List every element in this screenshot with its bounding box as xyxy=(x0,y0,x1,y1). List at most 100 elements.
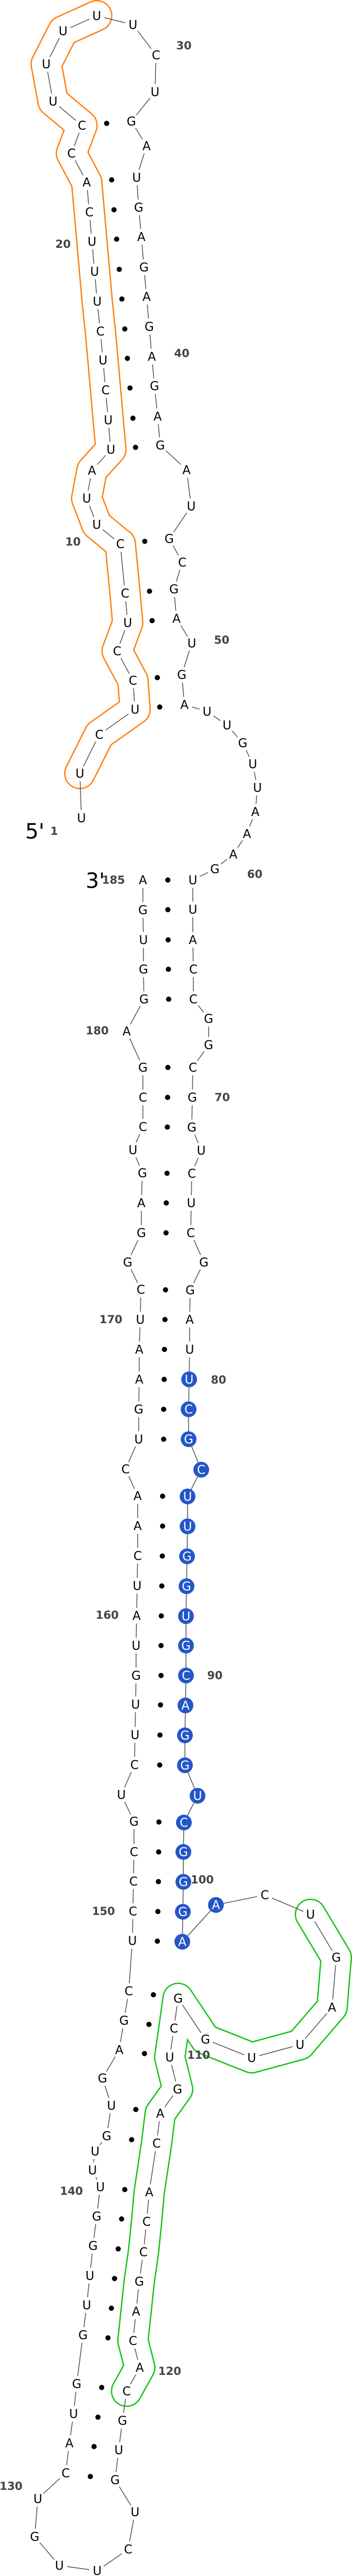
base-pair-layer xyxy=(88,121,171,2479)
backbone-link xyxy=(143,2229,147,2245)
base-pair-dot xyxy=(154,1939,160,1944)
backbone-link xyxy=(154,62,157,85)
nucleotide-22: A xyxy=(82,176,91,190)
backbone-link xyxy=(108,427,111,442)
base-pair-dot xyxy=(156,1879,161,1884)
backbone-link xyxy=(165,450,181,465)
backbone-link xyxy=(87,2283,90,2298)
backbone-link xyxy=(194,1157,199,1167)
backbone-link xyxy=(191,1477,198,1490)
backbone-link xyxy=(147,304,149,319)
nucleotide-167: G xyxy=(134,1403,143,1417)
backbone-link xyxy=(135,128,143,140)
nucleotide-36: A xyxy=(137,231,146,244)
nucleotide-75: C xyxy=(187,1227,195,1240)
backbone-link xyxy=(119,630,126,644)
nucleotide-97: G xyxy=(179,1876,188,1889)
nucleotide-highlight-circle xyxy=(175,1874,191,1890)
nucleotide-32: G xyxy=(127,115,136,129)
nucleotide-78: A xyxy=(185,1313,194,1327)
nucleotide-108: G xyxy=(173,1992,183,2006)
base-pair-dot xyxy=(133,445,138,450)
nucleotide-175: G xyxy=(138,1167,147,1180)
position-label-50: 50 xyxy=(214,634,229,646)
position-label-60: 60 xyxy=(247,868,262,881)
base-pair-dot xyxy=(159,1583,164,1589)
nucleotide-21: C xyxy=(85,206,94,219)
nucleotide-114: A xyxy=(145,2186,153,2200)
nucleotide-63: U xyxy=(189,903,198,917)
base-pair-dot xyxy=(157,704,162,710)
backbone-link xyxy=(125,601,128,615)
nucleotide-39: G xyxy=(144,320,154,334)
backbone-link xyxy=(314,1921,333,1951)
base-pair-dot xyxy=(157,1732,163,1738)
base-pair-dot xyxy=(164,1170,170,1176)
nucleotide-181: G xyxy=(139,993,149,1007)
nucleotide-14: U xyxy=(104,414,113,427)
backbone-link xyxy=(120,551,125,586)
nucleotide-131: C xyxy=(61,2467,70,2480)
backbone-link xyxy=(119,2486,131,2506)
backbone-link xyxy=(43,2478,60,2494)
backbone-link xyxy=(139,215,141,229)
nucleotide-51: G xyxy=(177,668,187,682)
base-pair-dot xyxy=(161,1437,167,1442)
backbone-link xyxy=(140,2259,143,2274)
nucleotide-151: C xyxy=(129,1875,138,1889)
backbone-link xyxy=(136,2289,139,2304)
three-prime-label: 3' xyxy=(86,869,105,893)
base-pair-dot xyxy=(154,675,160,680)
backbone-link xyxy=(119,2428,122,2443)
nucleotide-102: U xyxy=(306,1908,315,1922)
nucleotide-42: A xyxy=(153,410,162,424)
nucleotide-70: G xyxy=(188,1091,197,1105)
nucleotide-33: A xyxy=(142,140,151,153)
nucleotide-highlight-circle xyxy=(178,1638,194,1653)
nucleotide-142: U xyxy=(91,2145,100,2159)
nucleotide-107: G xyxy=(201,2033,210,2047)
backbone-link xyxy=(173,512,188,533)
backbone-link xyxy=(136,1134,140,1143)
nucleotide-163: A xyxy=(133,1520,142,1533)
nucleotide-37: G xyxy=(139,261,149,275)
nucleotide-highlight-circle xyxy=(208,1897,224,1913)
base-pair-dot xyxy=(147,589,152,594)
nucleotide-94: U xyxy=(193,1789,202,1803)
nucleotide-84: U xyxy=(183,1490,192,1504)
backbone-link xyxy=(272,1898,304,1912)
backbone-link xyxy=(130,2374,137,2385)
nucleotide-169: A xyxy=(135,1343,143,1357)
backbone-link xyxy=(174,2006,178,2021)
nucleotide-34: U xyxy=(132,171,141,185)
nucleotide-91: A xyxy=(181,1699,190,1713)
nucleotide-109: C xyxy=(170,2022,178,2036)
nucleotide-115: C xyxy=(142,2215,151,2229)
base-pair-dot xyxy=(111,207,117,213)
nucleotide-8: C xyxy=(121,587,129,601)
nucleotide-highlight-circle xyxy=(178,1668,194,1683)
nucleotide-highlight-circle xyxy=(177,1757,193,1773)
backbone-link xyxy=(136,98,151,116)
backbone-link xyxy=(245,750,250,757)
base-pair-dot xyxy=(158,1643,164,1648)
backbone-link xyxy=(200,872,208,877)
backbone-link xyxy=(39,2542,55,2560)
backbone-link xyxy=(104,17,126,24)
base-pair-dot xyxy=(158,1673,164,1678)
backbone-link xyxy=(125,1998,128,2013)
position-label-140: 140 xyxy=(60,2185,83,2197)
nucleotide-116: C xyxy=(139,2246,148,2259)
nucleotide-143: G xyxy=(102,2130,111,2143)
nucleotide-118: A xyxy=(132,2305,140,2319)
nucleotide-164: A xyxy=(133,1490,142,1503)
nucleotide-171: C xyxy=(137,1283,145,1297)
backbone-link xyxy=(182,2005,202,2033)
backbone-link xyxy=(171,2065,177,2082)
backbone-link xyxy=(141,244,144,260)
base-pair-dot xyxy=(91,2444,97,2449)
nucleotide-90: C xyxy=(182,1669,190,1683)
base-pair-dot xyxy=(165,877,171,883)
backbone-link xyxy=(158,424,160,438)
backbone-link xyxy=(106,397,108,413)
